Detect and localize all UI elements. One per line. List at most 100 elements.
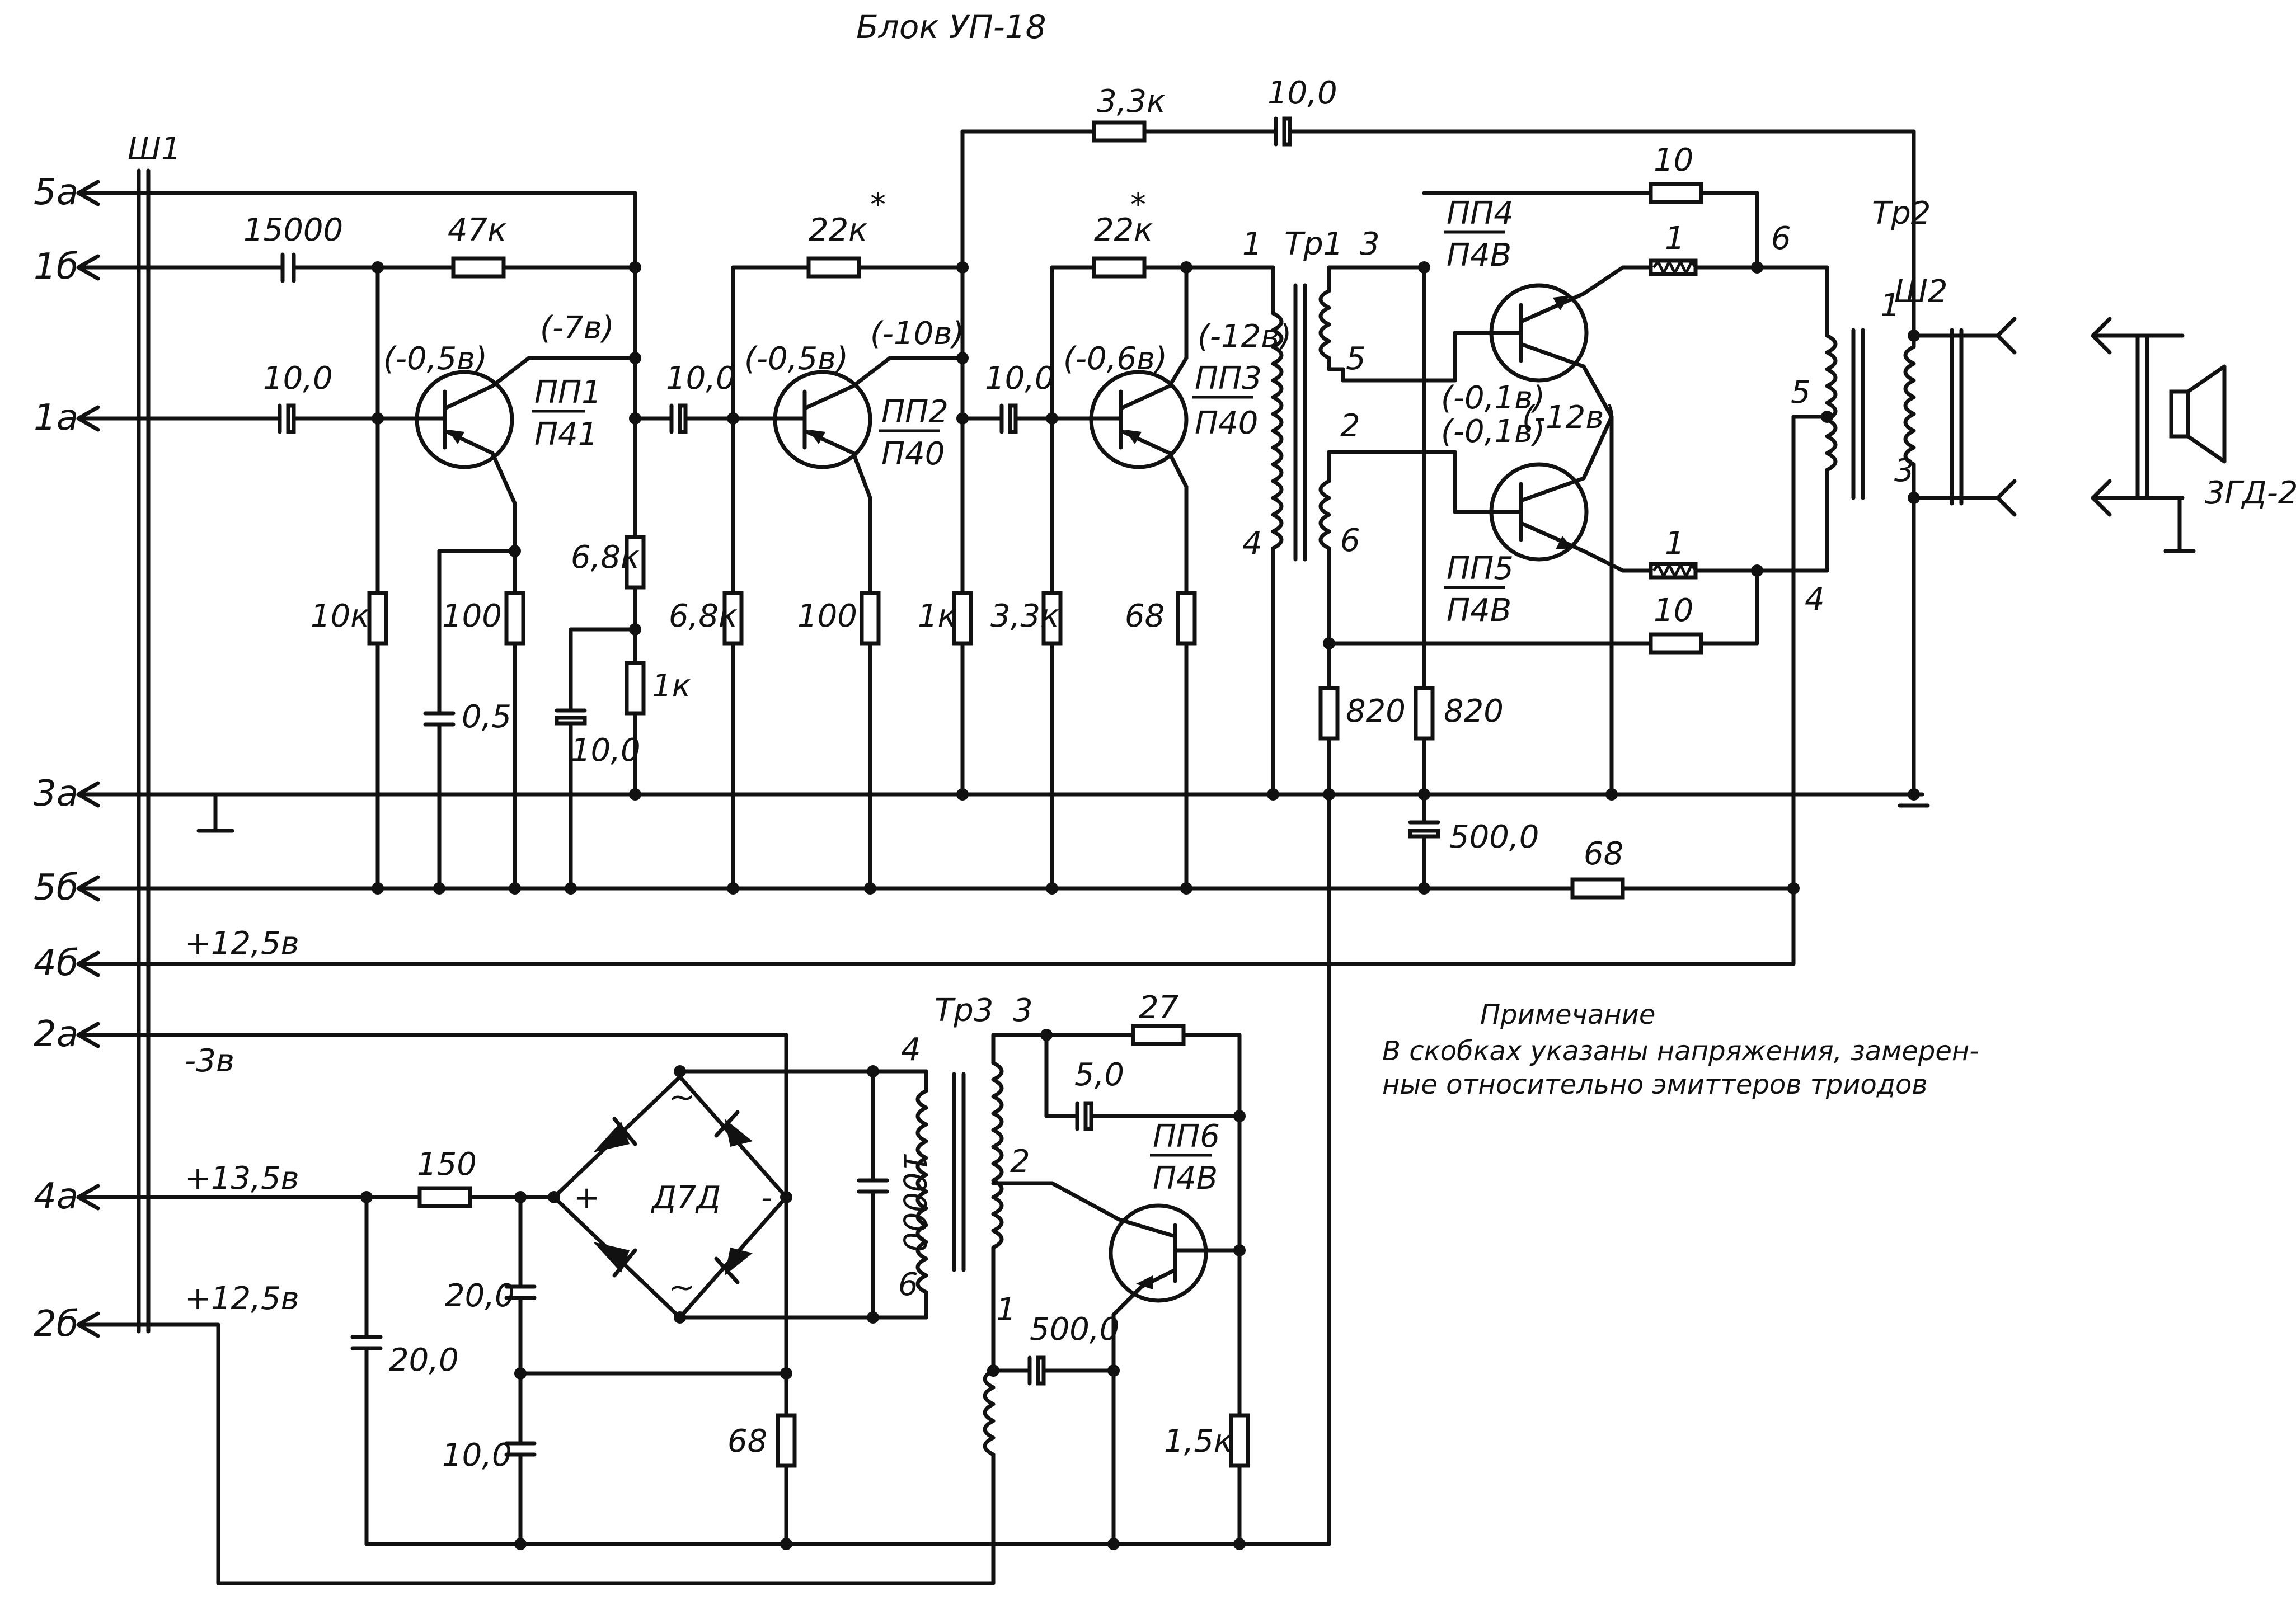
label-r3-3k: 3,3к <box>1097 83 1166 120</box>
tr1-pin-5: 5 <box>1346 341 1366 377</box>
pin-1a: 1а <box>34 397 78 439</box>
junction-dots <box>360 261 1920 1550</box>
label-v12-5-top: +12,5в <box>185 925 299 962</box>
label-c10-d: 10,0 <box>442 1437 512 1474</box>
tr2-name: Тр2 <box>1872 195 1931 232</box>
pin-5a: 5а <box>34 172 78 213</box>
label-star-a: * <box>870 187 886 223</box>
connector-sh2 <box>1912 317 2017 517</box>
label-r22k-b: 22к <box>1094 212 1153 248</box>
transistor-pp1 <box>409 370 514 469</box>
label-r22k-a: 22к <box>809 212 867 248</box>
label-c10-in: 10,0 <box>263 360 333 397</box>
pp3-v-coll: (-12в) <box>1198 318 1292 355</box>
label-c500: 500,0 <box>1449 819 1539 855</box>
pp6-ref: ПП6 <box>1153 1118 1220 1155</box>
tr2-pin-5: 5 <box>1791 374 1811 411</box>
label-r68-a: 68 <box>1125 598 1165 634</box>
pin-4a: 4а <box>34 1176 78 1217</box>
tr3-pin-2: 2 <box>1010 1143 1030 1180</box>
tr3-pin-6: 6 <box>898 1267 918 1303</box>
pin-4b: 4б <box>34 943 78 984</box>
label-c10-b: 10,0 <box>666 360 736 397</box>
label-c20-b: 20,0 <box>389 1342 459 1378</box>
tr2-pin-6: 6 <box>1771 220 1791 257</box>
pp1-v-coll: (-7в) <box>540 310 614 346</box>
label-v-minus3: -3в <box>185 1043 234 1079</box>
pp3-v-base: (-0,6в) <box>1063 341 1167 377</box>
label-r10-top: 10 <box>1654 142 1693 178</box>
pp5-ref: ПП5 <box>1447 550 1514 587</box>
bridge-diodes <box>593 1110 753 1284</box>
pp2-v-coll: (-10в) <box>870 316 964 352</box>
pp2-ref: ПП2 <box>881 394 949 430</box>
label-bridge: Д7Д <box>650 1180 721 1216</box>
label-r10k: 10к <box>311 598 369 634</box>
stage3-wiring <box>1041 256 1284 891</box>
label-r27: 27 <box>1139 990 1179 1026</box>
label-r6-8k-a: 6,8к <box>571 539 640 576</box>
tr1-pin-6: 6 <box>1340 523 1360 559</box>
label-r820-a: 820 <box>1346 693 1406 729</box>
connector-sh1-label: Ш1 <box>128 131 181 167</box>
connector-sh1-bus <box>137 168 151 1334</box>
label-r100-1: 100 <box>442 598 502 634</box>
label-c10-fb: 10,0 <box>1267 75 1337 111</box>
label-c10-c: 10,0 <box>985 360 1055 397</box>
label-r1k-a: 1к <box>652 668 691 704</box>
output-stage-wiring <box>1318 182 1838 1546</box>
tr2-pin-4: 4 <box>1805 581 1825 618</box>
pp4-v-base: (-0,1в) <box>1441 380 1545 416</box>
label-r820-b: 820 <box>1444 693 1504 729</box>
note-line1: В скобках указаны напряжения, заме­рен- <box>1382 1036 1979 1067</box>
connector-sh2-label: Ш2 <box>1894 274 1948 310</box>
label-r3-3k-b: 3,3к <box>990 598 1059 634</box>
pin-1b: 1б <box>34 246 78 288</box>
pp3-type: П40 <box>1195 405 1258 441</box>
transistor-pp6 <box>1109 1203 1208 1303</box>
label-c15000: 15000 <box>243 212 343 248</box>
tr3-name: Тр3 <box>935 992 993 1029</box>
pp2-type: П40 <box>881 436 945 472</box>
bridge-minus: - <box>761 1180 772 1216</box>
ground-symbol-left <box>196 792 234 833</box>
transistor-pp5 <box>1489 462 1589 562</box>
pp3-ref: ПП3 <box>1195 360 1262 397</box>
power-supply-wiring <box>216 1024 1331 1585</box>
transformer-tr2 <box>1851 328 1930 808</box>
label-c500-b: 500,0 <box>1030 1311 1119 1348</box>
pin-2a: 2а <box>34 1014 78 1055</box>
bridge-ac-bottom: ~ <box>669 1269 695 1306</box>
label-r47k: 47к <box>448 212 506 248</box>
label-r1-bot: 1 <box>1665 525 1685 562</box>
transistor-pp2 <box>770 370 872 469</box>
label-star-b: * <box>1130 187 1146 223</box>
label-r68-c: 68 <box>727 1423 767 1460</box>
pin-3a: 3а <box>34 773 78 815</box>
label-c10000: 10000 <box>896 1152 932 1252</box>
pp2-v-base: (-0,5в) <box>744 341 848 377</box>
label-c10-dec: 10,0 <box>571 732 641 769</box>
bridge-ac-top: ~ <box>669 1079 695 1116</box>
stage1-wiring <box>264 191 774 891</box>
label-r150: 150 <box>417 1146 477 1183</box>
note-line2: ные относительно эмиттеров триодов <box>1382 1069 1928 1100</box>
pp5-v-base: (-0,1в) <box>1441 413 1545 450</box>
label-v12-5-bottom: +12,5в <box>185 1281 299 1317</box>
label-r1k-b: 1к <box>918 598 957 634</box>
transistor-pp3 <box>1086 370 1189 469</box>
label-c0-5: 0,5 <box>462 699 511 735</box>
pp4-ref: ПП4 <box>1447 195 1514 232</box>
tr1-name: Тр1 <box>1284 226 1343 262</box>
speaker-icon <box>2091 317 2227 553</box>
pp1-type: П41 <box>534 416 598 453</box>
tr3-pin-4: 4 <box>901 1032 921 1068</box>
pp4-type: П4В <box>1447 237 1511 274</box>
label-c5: 5,0 <box>1074 1057 1124 1093</box>
tr3-pin-3: 3 <box>1013 992 1033 1029</box>
tr1-pin-1: 1 <box>1242 226 1262 262</box>
pin-5b: 5б <box>34 867 78 909</box>
schematic-title: Блок УП-18 <box>856 8 1046 46</box>
tr1-pin-3: 3 <box>1360 226 1380 262</box>
